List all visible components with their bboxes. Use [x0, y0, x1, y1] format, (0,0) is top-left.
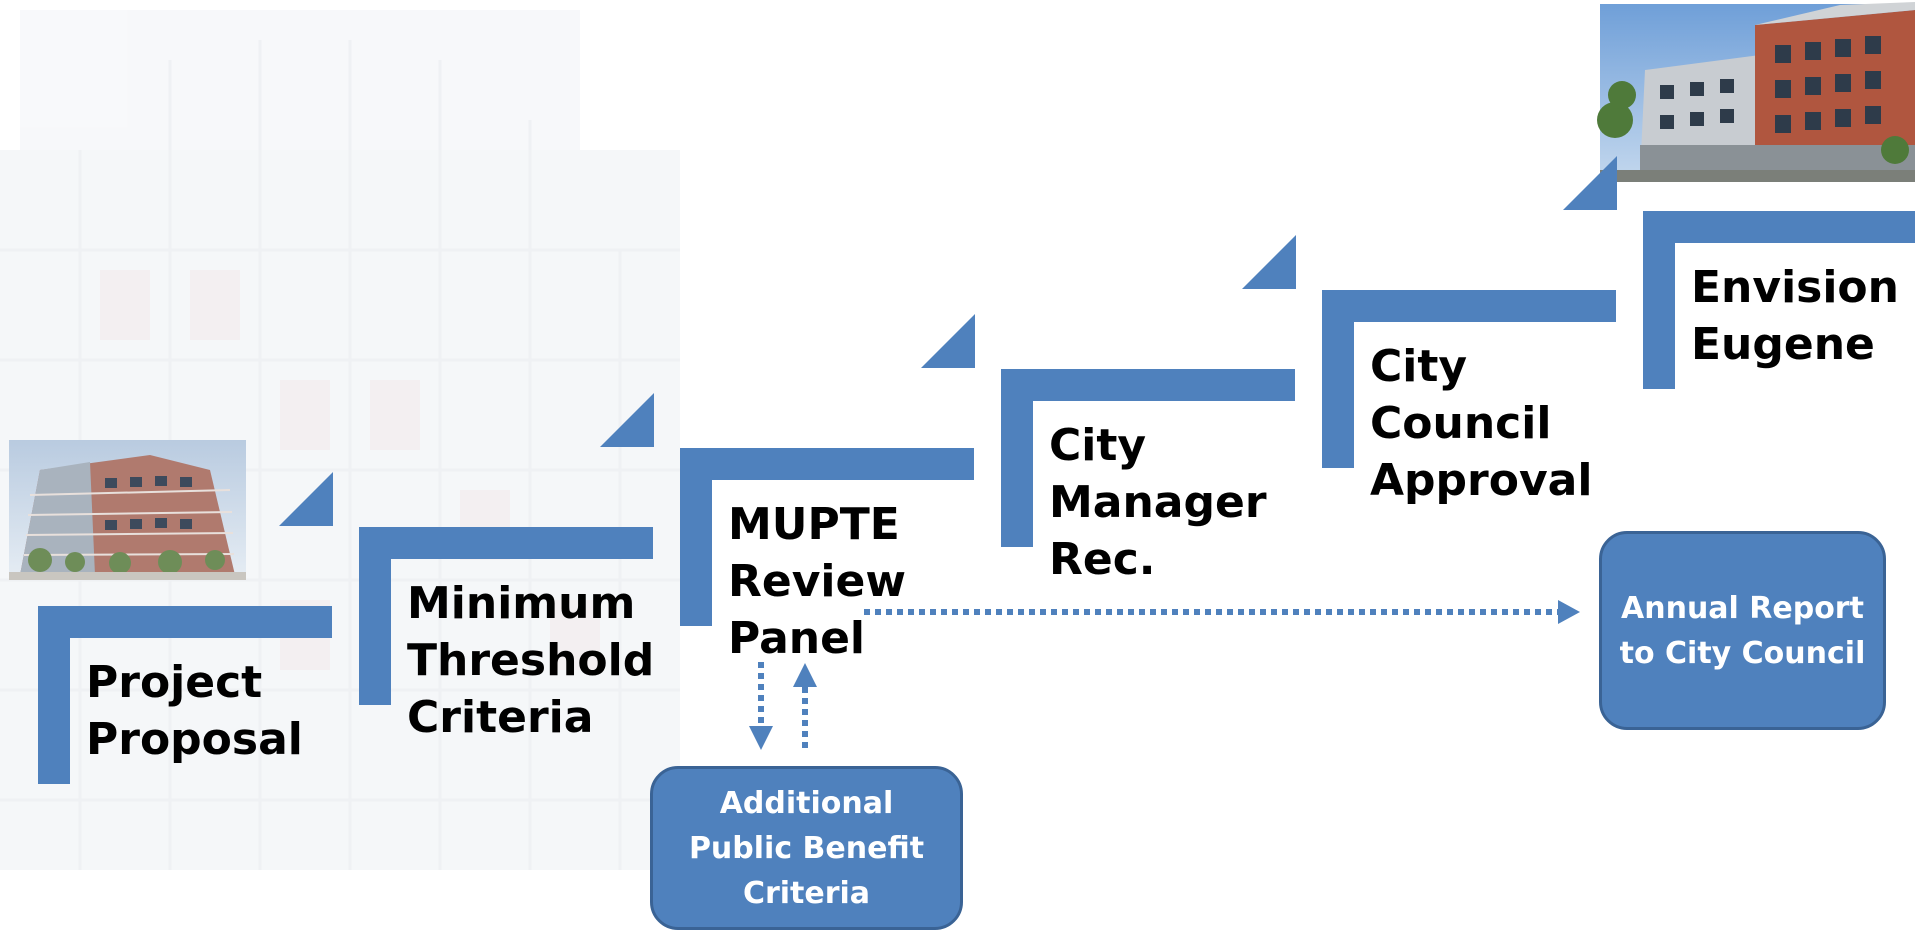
step-4: [921, 314, 1295, 547]
step-5: [1242, 235, 1616, 468]
step-bar: [38, 606, 332, 638]
step-label-line: Minimum: [407, 578, 636, 629]
box-line: to City Council: [1619, 635, 1866, 671]
step-6: [1563, 156, 1915, 389]
step-stem: [1322, 290, 1354, 468]
additional-public-benefit-box: Additional Public Benefit Criteria: [650, 766, 963, 930]
box-line: Additional: [719, 785, 894, 821]
step-1: [38, 606, 332, 784]
step-label-line: City: [1049, 420, 1147, 471]
step-label-line: Envision: [1691, 262, 1899, 313]
step-stem: [680, 448, 712, 626]
step-stem: [1643, 211, 1675, 389]
step-bar: [680, 448, 974, 480]
step-label-line: Manager: [1049, 477, 1267, 528]
step-connector-triangle: [1242, 235, 1296, 289]
step-connector-triangle: [1563, 156, 1617, 210]
faded-building-watermark: [0, 10, 680, 870]
step-bar: [359, 527, 653, 559]
step-label-line: Panel: [728, 613, 866, 664]
arrow-up-to-panel-head: [793, 663, 817, 687]
step-stem: [38, 606, 70, 784]
step-stem: [359, 527, 391, 705]
step-label-line: Criteria: [407, 692, 594, 743]
step-connector-triangle: [600, 393, 654, 447]
step-label-line: Proposal: [86, 714, 303, 765]
box-line: Public Benefit: [688, 830, 925, 866]
step-connector-triangle: [279, 472, 333, 526]
building-rendering: [9, 440, 246, 580]
step-label-line: Review: [728, 556, 906, 607]
arrows-layer: [749, 600, 1580, 750]
step-stem: [1001, 369, 1033, 547]
step-label-line: Threshold: [407, 635, 655, 686]
step-label-line: Rec.: [1049, 534, 1156, 585]
step-bar: [1001, 369, 1295, 401]
step-2: [279, 472, 653, 705]
step-label-line: Project: [86, 657, 263, 708]
step-bar: [1643, 211, 1915, 243]
building-photo: [1597, 2, 1915, 182]
step-label-line: City: [1370, 341, 1468, 392]
step-label-line: MUPTE: [728, 499, 900, 550]
step-connector-triangle: [921, 314, 975, 368]
step-label-line: Council: [1370, 398, 1552, 449]
arrow-to-annual-report-head: [1558, 600, 1580, 624]
annual-report-text: Annual Report to City Council: [1620, 586, 1866, 676]
arrow-down-to-additional-head: [749, 726, 773, 750]
additional-public-benefit-text: Additional Public Benefit Criteria: [689, 781, 924, 916]
step-bar: [1322, 290, 1616, 322]
annual-report-box: Annual Report to City Council: [1599, 531, 1886, 730]
box-line: Criteria: [742, 875, 871, 911]
box-line: Annual Report: [1621, 590, 1864, 626]
step-label-line: Approval: [1370, 455, 1593, 506]
steps-layer: [38, 156, 1915, 784]
step-3: [600, 393, 974, 626]
step-label-line: Eugene: [1691, 319, 1875, 370]
